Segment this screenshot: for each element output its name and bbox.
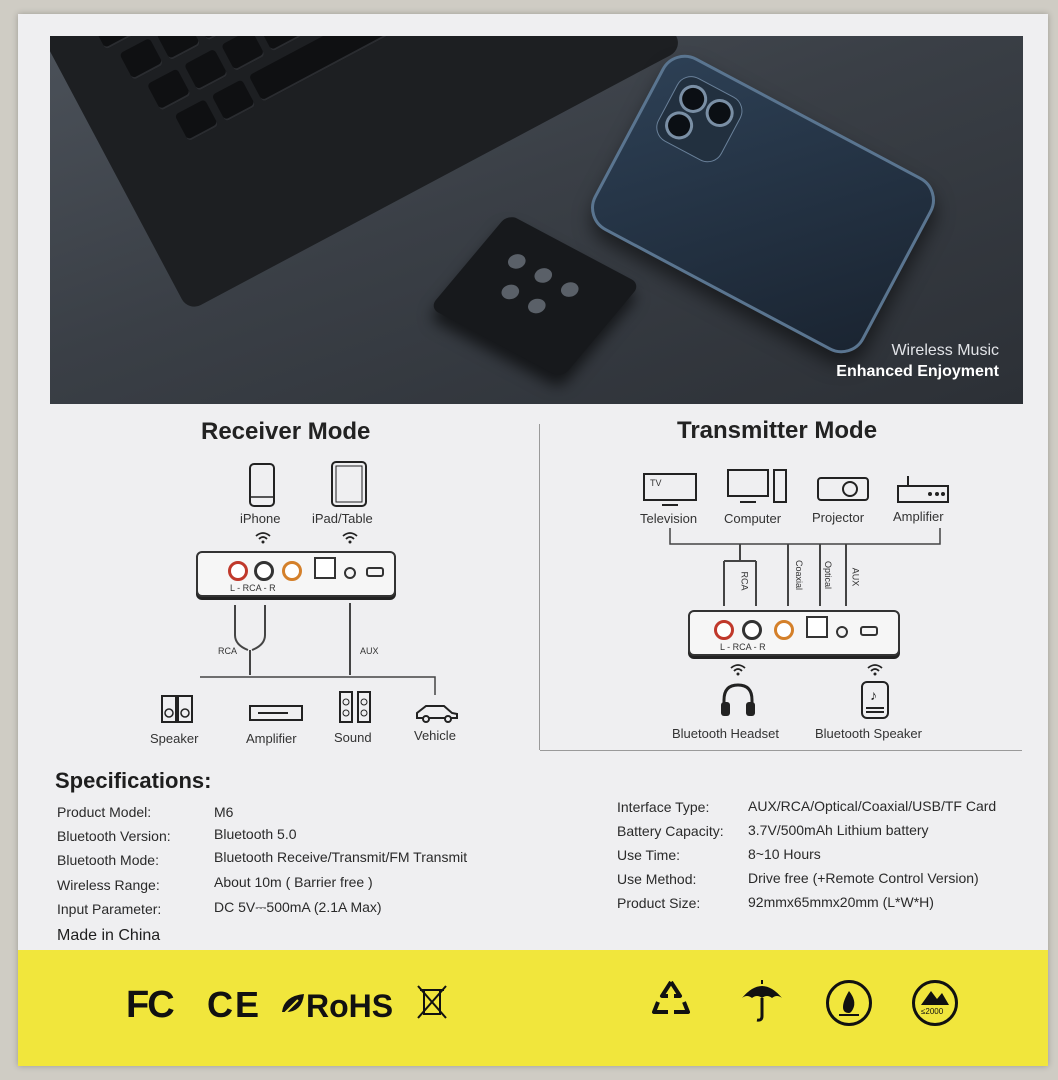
spec-key: Product Model: <box>57 804 152 820</box>
recycle-icon <box>652 980 690 1014</box>
spec-value: AUX/RCA/Optical/Coaxial/USB/TF Card <box>748 798 997 814</box>
output-label-sound: Sound <box>334 730 372 745</box>
vehicle-icon <box>416 705 458 723</box>
receiver-device-ports: L - RCA - R <box>196 551 396 597</box>
source-label-computer: Computer <box>724 511 782 526</box>
iphone-icon <box>249 463 275 507</box>
amplifier-icon <box>249 705 303 721</box>
spec-key: Bluetooth Version: <box>57 828 171 844</box>
source-label-television: Television <box>640 511 698 526</box>
spec-value: About 10m ( Barrier free ) <box>214 874 373 890</box>
port-label-rca: L - RCA - R <box>230 583 276 593</box>
spec-key: Input Parameter: <box>57 901 162 917</box>
spec-key: Interface Type: <box>617 799 710 815</box>
spec-value: Drive free (+Remote Control Version) <box>748 870 979 886</box>
ce-logo: CE <box>207 984 262 1025</box>
wireless-signal-icon <box>730 664 746 676</box>
rohs-logo: RoHS <box>306 988 394 1024</box>
product-photo: Wireless Music Enhanced Enjoyment <box>50 36 1023 404</box>
amplifier-icon <box>897 476 949 503</box>
spec-key: Wireless Range: <box>57 877 160 893</box>
cable-label-coaxial: Coaxial <box>794 559 805 591</box>
leaf-icon <box>282 994 304 1015</box>
receiver-wiring <box>200 603 436 695</box>
cable-label-aux: AUX <box>360 646 379 656</box>
transmitter-device-ports: L - RCA - R <box>688 610 900 656</box>
cable-label-rca: RCA <box>739 571 750 591</box>
specs-title: Specifications: <box>55 768 212 793</box>
wireless-signal-icon <box>255 532 271 544</box>
made-in-label: Made in China <box>57 927 161 944</box>
spec-value: M6 <box>214 804 234 820</box>
spec-value: 8~10 Hours <box>748 846 821 862</box>
altitude-icon: ≤2000 <box>912 980 958 1026</box>
receiver-mode-title: Receiver Mode <box>201 418 371 445</box>
spec-key: Use Method: <box>617 871 697 887</box>
tv-screen-label: TV <box>650 478 662 488</box>
section-divider <box>540 750 1022 751</box>
source-label-iphone: iPhone <box>240 511 281 526</box>
tagline-line1: Wireless Music <box>891 342 999 359</box>
wireless-signal-icon <box>342 532 358 544</box>
spec-key: Product Size: <box>617 895 701 911</box>
weee-bin-icon <box>417 985 447 1019</box>
source-label-ipad: iPad/Table <box>312 511 373 526</box>
spec-key: Use Time: <box>617 847 681 863</box>
transmitter-mode-title: Transmitter Mode <box>677 417 878 444</box>
wireless-signal-icon <box>867 664 883 676</box>
sound-system-icon <box>339 691 371 723</box>
svg-text:♪: ♪ <box>870 687 877 703</box>
mode-divider <box>539 424 540 750</box>
smartphone-image <box>581 45 945 363</box>
spec-key: Bluetooth Mode: <box>57 852 159 868</box>
spec-value: Bluetooth Receive/Transmit/FM Transmit <box>214 849 468 865</box>
fire-icon <box>826 980 872 1026</box>
spec-value: 92mmx65mmx20mm (L*W*H) <box>748 894 934 910</box>
output-label-amplifier: Amplifier <box>246 731 297 746</box>
source-label-projector: Projector <box>812 510 865 525</box>
headphones-icon <box>721 683 755 716</box>
television-icon <box>643 473 697 506</box>
umbrella-icon <box>742 980 782 1022</box>
altitude-label: ≤2000 <box>921 1007 944 1016</box>
spec-value: 3.7V/500mAh Lithium battery <box>748 822 929 838</box>
speaker-icon <box>161 695 193 723</box>
spec-key: Battery Capacity: <box>617 823 724 839</box>
cable-label-rca: RCA <box>218 646 238 656</box>
spec-value: DC 5V⎓500mA (2.1A Max) <box>214 899 382 915</box>
certification-band <box>18 950 1048 1066</box>
cable-label-aux: AUX <box>850 567 861 587</box>
output-label-speaker: Speaker <box>150 731 199 746</box>
fcc-logo: FC <box>126 984 175 1026</box>
transmitter-wiring <box>669 528 941 606</box>
bluetooth-speaker-icon: ♪ <box>861 681 889 719</box>
spec-value: Bluetooth 5.0 <box>214 826 297 842</box>
bluetooth-adapter-image <box>429 213 641 379</box>
cable-label-optical: Optical <box>823 560 834 590</box>
ipad-icon <box>331 461 367 507</box>
source-label-amplifier: Amplifier <box>893 509 944 524</box>
port-label-rca: L - RCA - R <box>720 642 766 652</box>
tagline-line2: Enhanced Enjoyment <box>836 363 999 380</box>
computer-icon <box>727 469 787 503</box>
output-label-bluetooth-speaker: Bluetooth Speaker <box>815 726 922 741</box>
output-label-bluetooth-headset: Bluetooth Headset <box>672 726 779 741</box>
projector-icon <box>817 477 869 501</box>
output-label-vehicle: Vehicle <box>414 728 456 743</box>
